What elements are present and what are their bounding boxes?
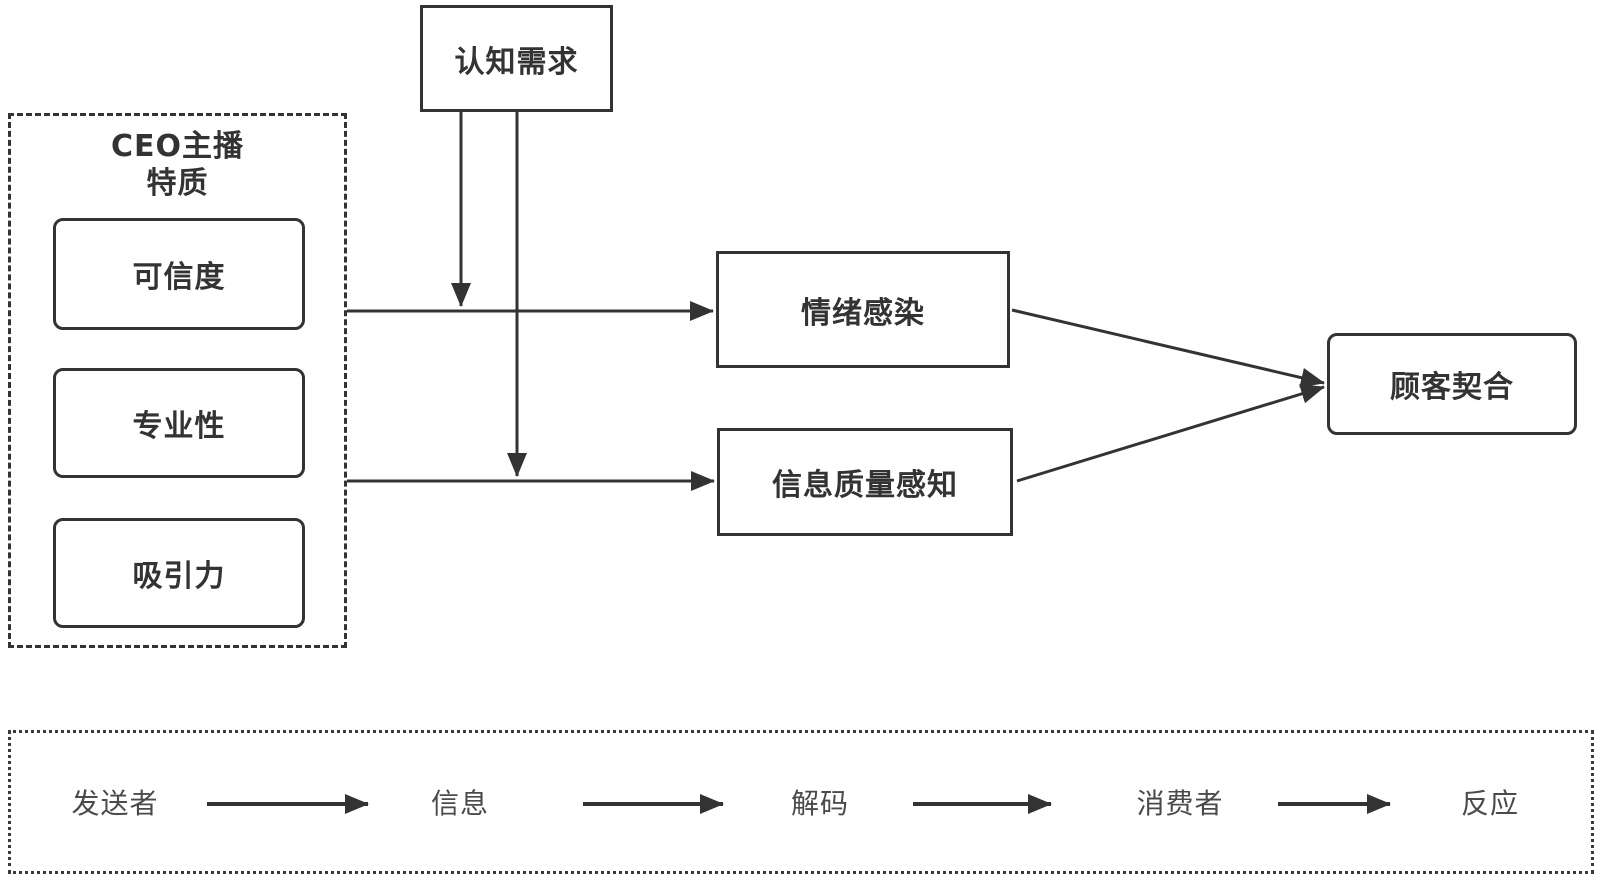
trait-professionalism-label: 专业性 xyxy=(132,409,226,444)
ceo-traits-group xyxy=(8,113,347,648)
emotional-contagion-label: 情绪感染 xyxy=(801,295,925,331)
need-for-cognition-label: 认知需求 xyxy=(454,44,579,80)
communication-flow-group xyxy=(8,730,1594,874)
trait-attractiveness-box: 吸引力 xyxy=(53,518,305,628)
customer-engagement-label: 顾客契合 xyxy=(1390,370,1514,405)
flow-step-sender: 发送者 xyxy=(71,787,159,820)
flow-step-decode: 解码 xyxy=(790,787,849,820)
customer-engagement-box: 顾客契合 xyxy=(1327,333,1577,435)
trait-attractiveness-label: 吸引力 xyxy=(132,559,226,594)
ceo-traits-title: CEO主播 特质 xyxy=(8,128,347,202)
need-for-cognition-box: 认知需求 xyxy=(420,5,613,112)
trait-credibility-box: 可信度 xyxy=(53,218,305,330)
emotional-contagion-box: 情绪感染 xyxy=(716,251,1010,368)
info-quality-perception-box: 信息质量感知 xyxy=(717,428,1013,536)
flow-step-reaction: 反应 xyxy=(1460,787,1519,820)
emotional-contagion-to-engagement-arrow xyxy=(1011,308,1325,388)
info-quality-to-engagement-arrow xyxy=(1016,384,1325,483)
flow-step-consumer: 消费者 xyxy=(1136,787,1224,820)
trait-professionalism-box: 专业性 xyxy=(53,368,305,478)
ceo-traits-title-line2: 特质 xyxy=(146,166,209,201)
info-quality-perception-label: 信息质量感知 xyxy=(772,468,958,503)
flow-step-message: 信息 xyxy=(430,787,489,820)
ceo-traits-title-line1: CEO主播 xyxy=(110,129,244,164)
trait-credibility-label: 可信度 xyxy=(132,260,226,295)
